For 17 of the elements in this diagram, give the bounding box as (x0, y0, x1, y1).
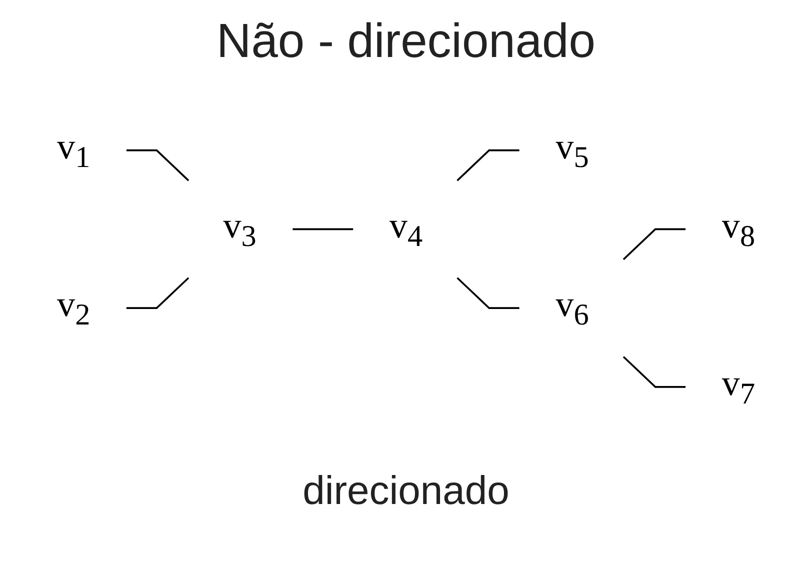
node-text: v$_{2}$ (56, 285, 90, 332)
connector (622, 228, 686, 260)
node-text: v$_{8}$ (722, 206, 756, 254)
node-text: v$_{3}$ (223, 206, 256, 254)
node-text: v$_{5}$ (556, 127, 589, 175)
label-text: direcionado (302, 469, 510, 514)
node-text: v$_{1}$ (56, 127, 90, 175)
connector (622, 356, 686, 388)
node-text: v$_{7}$ (722, 364, 756, 412)
connector (456, 150, 520, 182)
connector (292, 228, 354, 230)
node-text: v$_{4}$ (389, 206, 423, 254)
node-text: v$_{6}$ (556, 285, 589, 332)
diagram-title: Não - direcionado (216, 14, 596, 69)
connector (126, 278, 190, 310)
connector (456, 278, 520, 310)
connector (126, 150, 190, 182)
